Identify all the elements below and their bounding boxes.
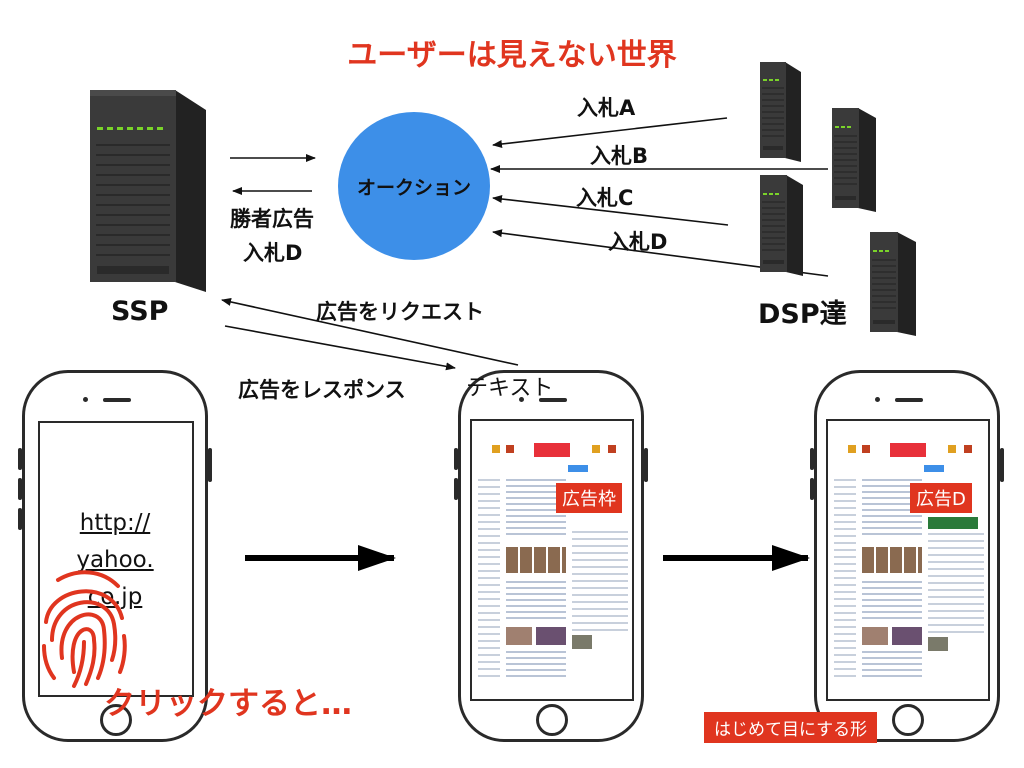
auction-circle: オークション (338, 112, 490, 260)
dsp-server-icon-2 (832, 108, 876, 212)
ssp-label: SSP (111, 296, 169, 327)
phone-1-speaker (103, 398, 131, 402)
phone-1-power-button (208, 448, 212, 482)
ad-slot-tag: 広告枠 (556, 483, 622, 513)
phone-3-home-button[interactable] (892, 704, 924, 736)
bid-d-label: 入札D (608, 230, 668, 254)
phone-2-home-button[interactable] (536, 704, 568, 736)
phone-3-power-button (1000, 448, 1004, 482)
phone-2-volume-down (454, 478, 458, 500)
phone-3-speaker (895, 398, 923, 402)
bid-a-label: 入札A (577, 96, 636, 120)
phone-2-power-button (644, 448, 648, 482)
bid-b-label: 入札B (590, 144, 649, 168)
phone-1-camera (83, 397, 88, 402)
ssp-server-icon (90, 90, 206, 292)
bid-c-label: 入札C (576, 186, 634, 210)
ad-d-tag: 広告D (910, 483, 972, 513)
phone-2-screen (470, 419, 634, 701)
dsp-server-icon-4 (870, 232, 916, 336)
phone-2-camera (519, 397, 524, 402)
winner-label: 勝者広告 (230, 207, 314, 231)
first-seen-caption: はじめて目にする形 (704, 712, 878, 743)
url-line-1: http:// (79, 510, 151, 536)
text-label: テキスト (466, 376, 554, 401)
dsp-server-icon-3 (760, 175, 803, 276)
phone-1-home-button[interactable] (100, 704, 132, 736)
phone-3 (814, 370, 1000, 742)
diagram-title: ユーザーは見えない世界 (347, 38, 677, 73)
response-label: 広告をレスポンス (238, 378, 406, 402)
phone-1-mute-switch (18, 508, 22, 530)
bid-a-arrow (492, 117, 728, 148)
dsp-server-icon-1 (760, 62, 801, 162)
request-arrow (221, 298, 519, 366)
phone-1 (22, 370, 208, 742)
phone-3-volume-up (810, 448, 814, 470)
url-link[interactable]: http:// yahoo. co.jp (40, 505, 190, 616)
dsp-label: DSP達 (758, 299, 847, 330)
phone-1-volume-up (18, 448, 22, 470)
phone-2-speaker (539, 398, 567, 402)
response-arrow (224, 325, 456, 371)
phone-2 (458, 370, 644, 742)
phone-2-volume-up (454, 448, 458, 470)
phone-1-volume-down (18, 478, 22, 500)
winner-bid-label: 入札D (243, 241, 303, 265)
click-caption: クリックすると… (104, 686, 352, 722)
fingerprint-icon (42, 570, 127, 688)
url-line-2: yahoo. (76, 547, 154, 573)
bid-c-arrow (492, 195, 729, 226)
phone-3-volume-down (810, 478, 814, 500)
request-label: 広告をリクエスト (316, 300, 484, 324)
auction-label: オークション (356, 176, 471, 199)
phone-3-screen (826, 419, 990, 701)
phone-3-camera (875, 397, 880, 402)
